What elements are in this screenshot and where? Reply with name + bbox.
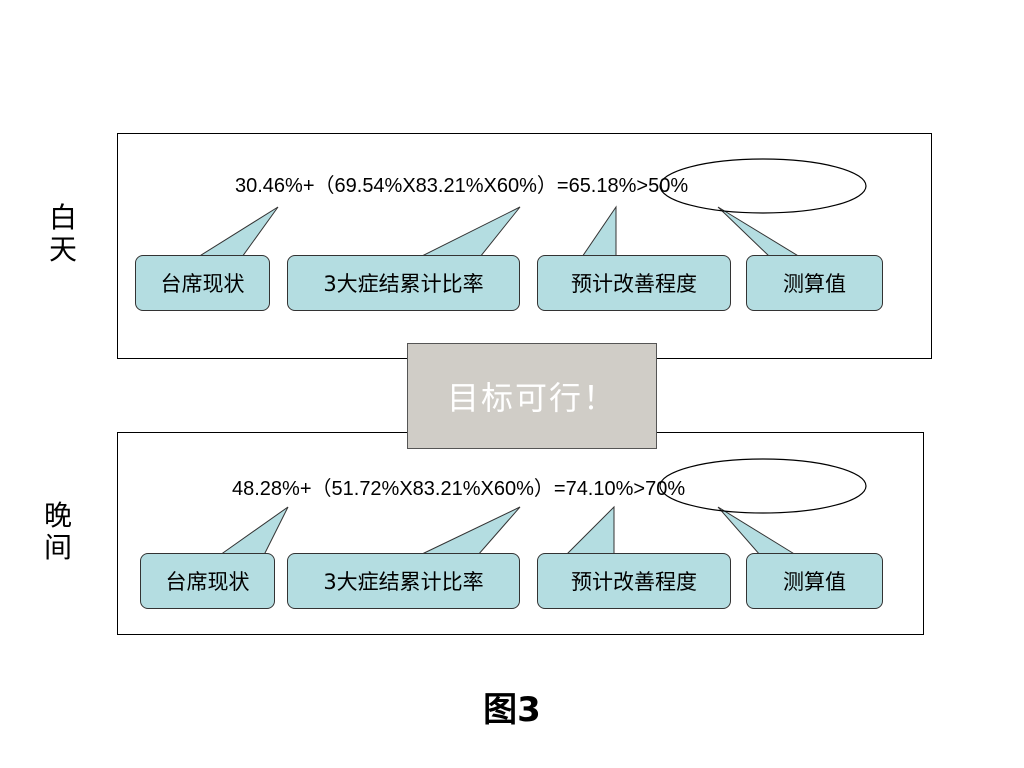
day-formula: 30.46%+（69.54%X83.21%X60%）=65.18%>50% [235,175,689,197]
day-panel [117,133,932,359]
night-callout-calculated-value: 测算值 [746,553,883,609]
night-formula: 48.28%+（51.72%X83.21%X60%）=74.10%>70% [232,478,686,500]
day-callout-top3-ratio: 3大症结累计比率 [287,255,520,311]
night-callout-expected-improvement: 预计改善程度 [537,553,731,609]
night-callout-top3-ratio: 3大症结累计比率 [287,553,520,609]
goal-feasible-box: 目标可行！ [407,343,657,449]
day-label: 白 天 [48,201,77,266]
day-callout-current: 台席现状 [135,255,270,311]
figure-caption: 图3 [483,690,541,730]
day-callout-calculated-value: 测算值 [746,255,883,311]
night-callout-current: 台席现状 [140,553,275,609]
day-callout-expected-improvement: 预计改善程度 [537,255,731,311]
night-label: 晚 间 [43,499,72,564]
